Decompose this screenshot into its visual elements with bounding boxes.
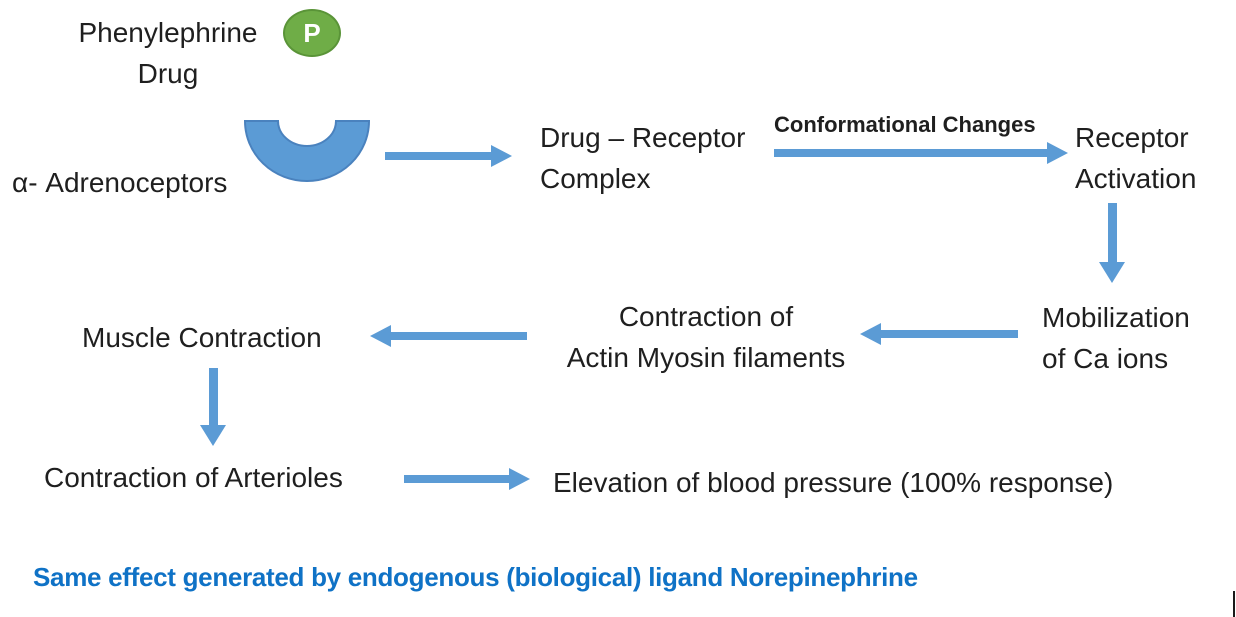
elevation-bp-label: Elevation of blood pressure (100% respon…: [553, 467, 1114, 498]
mobilization-label-line1: Mobilization: [1042, 302, 1190, 333]
arrow-shaft: [881, 330, 1018, 338]
arrow-arterioles-to-elevation: [404, 468, 530, 490]
alpha-adrenoceptor-icon: [244, 120, 371, 182]
arrow-head-down-icon: [200, 425, 226, 446]
complex-label-line2: Complex: [540, 163, 651, 194]
footnote-norepinephrine: Same effect generated by endogenous (bio…: [33, 562, 918, 592]
drug-badge-letter: P: [303, 17, 321, 48]
arrow-head-left-icon: [370, 325, 391, 347]
arrow-head-right-icon: [509, 468, 530, 490]
phenylephrine-label-line1: Phenylephrine: [78, 17, 258, 48]
complex-label-line1: Drug – Receptor: [540, 122, 746, 153]
activation-label-line2: Activation: [1075, 163, 1197, 194]
arterioles-contraction-label: Contraction of Arterioles: [44, 462, 343, 493]
activation-label-line1: Receptor: [1075, 122, 1189, 153]
mobilization-ca-label: Mobilization of Ca ions: [1042, 297, 1190, 379]
arrow-head-right-icon: [1047, 142, 1068, 164]
arrow-shaft: [774, 149, 1047, 157]
arrow-head-down-icon: [1099, 262, 1125, 283]
adrenoceptors-label: α- Adrenoceptors: [12, 167, 228, 198]
arrow-shaft: [385, 152, 491, 160]
drug-molecule-icon: P: [283, 9, 341, 57]
mobilization-label-line2: of Ca ions: [1042, 343, 1169, 374]
receptor-activation-label: Receptor Activation: [1075, 117, 1196, 199]
drug-receptor-complex-label: Drug – Receptor Complex: [540, 117, 745, 199]
arrow-shaft: [1107, 203, 1117, 262]
arrow-activation-to-mobilization: [1099, 203, 1125, 283]
actin-myosin-contraction-label: Contraction of Actin Myosin filaments: [545, 296, 867, 378]
arrow-receptor-to-complex: [385, 145, 512, 167]
phenylephrine-drug-label: Phenylephrine Drug: [48, 12, 288, 94]
muscle-contraction-label: Muscle Contraction: [82, 322, 322, 353]
conformational-changes-label: Conformational Changes: [774, 112, 1036, 137]
arrow-muscle-to-arterioles: [200, 368, 226, 446]
arrow-conformational-changes: [774, 142, 1068, 164]
edge-cursor-line: [1233, 591, 1235, 617]
actin-label-line2: Actin Myosin filaments: [566, 342, 846, 373]
arrow-shaft: [404, 475, 509, 483]
arrow-head-right-icon: [491, 145, 512, 167]
arrow-shaft: [208, 368, 218, 425]
actin-label-line1: Contraction of: [618, 301, 794, 332]
arrow-actin-to-muscle: [370, 325, 527, 347]
arrow-head-left-icon: [860, 323, 881, 345]
phenylephrine-label-line2: Drug: [137, 58, 199, 89]
arrow-shaft: [391, 332, 527, 340]
arrow-mobilization-to-actin: [860, 323, 1018, 345]
